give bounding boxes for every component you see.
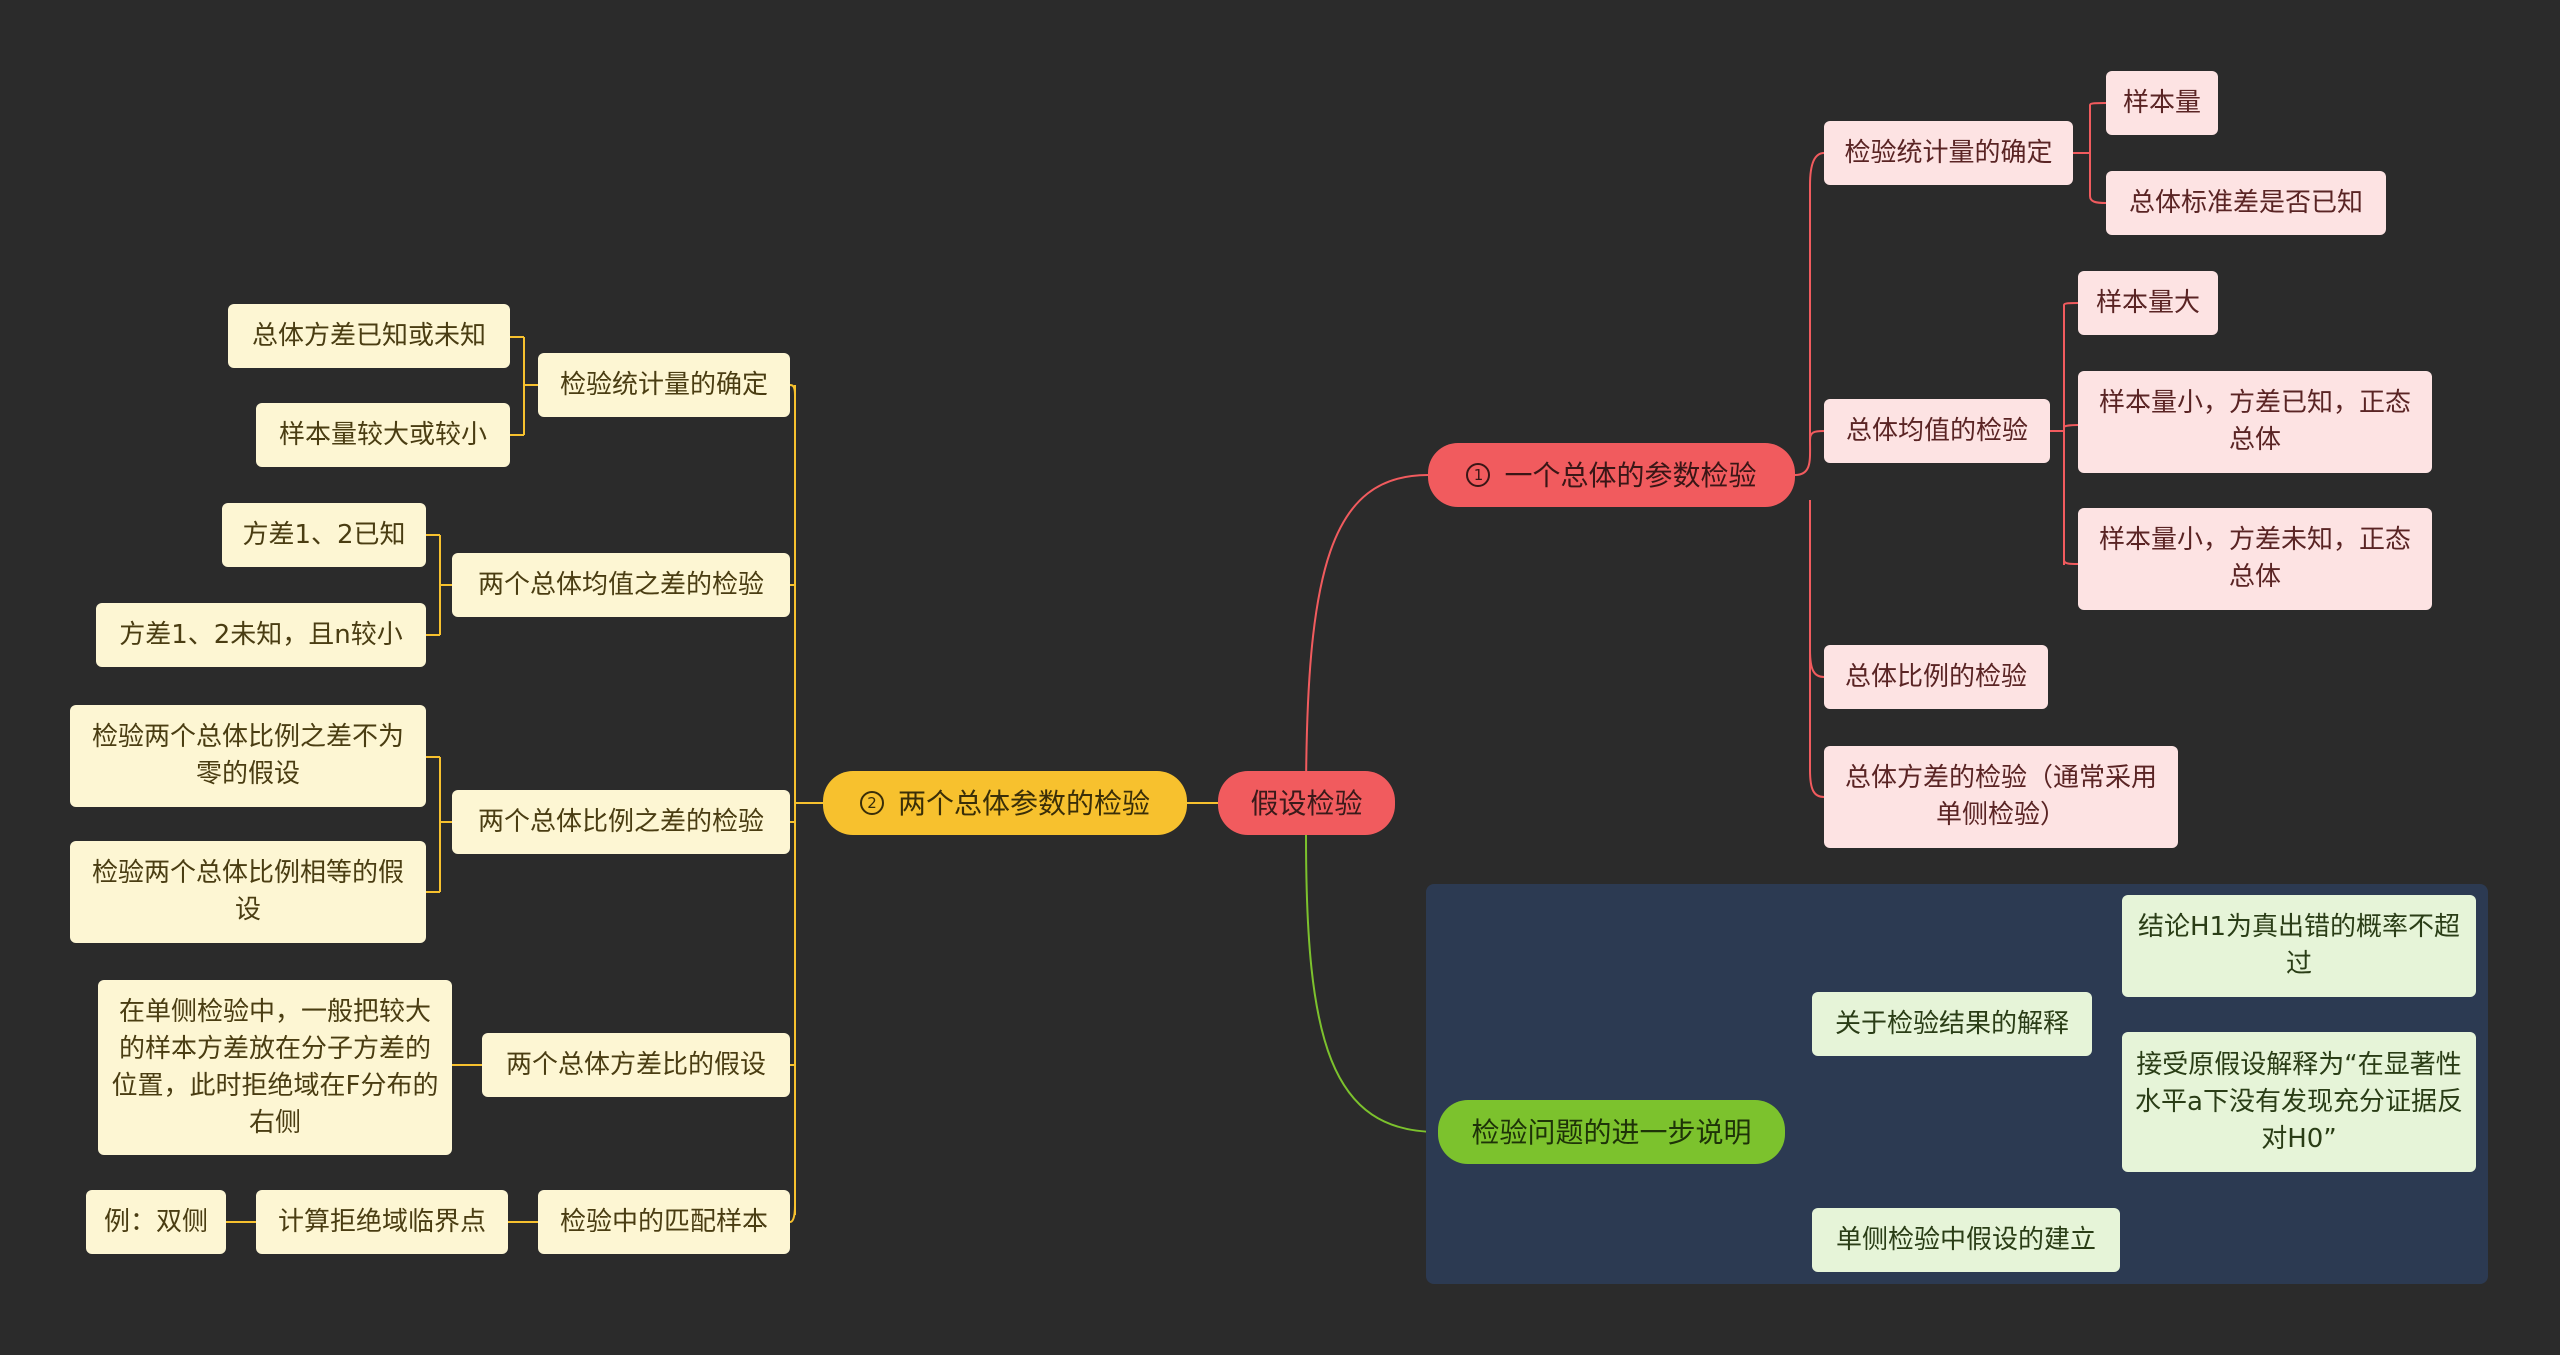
b1-prop-node[interactable]: 总体比例的检验: [1824, 645, 2048, 709]
topic-two-populations[interactable]: 2 两个总体参数的检验: [823, 771, 1187, 835]
b1-stat-node[interactable]: 检验统计量的确定: [1824, 121, 2073, 185]
b2-stat-item[interactable]: 总体方差已知或未知: [228, 304, 510, 368]
b2-propdiff-item[interactable]: 检验两个总体比例之差不为零的假设: [70, 705, 426, 807]
b2-matched-sub[interactable]: 计算拒绝域临界点: [256, 1190, 508, 1254]
b3-onesided-node[interactable]: 单侧检验中假设的建立: [1812, 1208, 2120, 1272]
b3-interp-node[interactable]: 关于检验结果的解释: [1812, 992, 2092, 1056]
b2-varratio-node[interactable]: 两个总体方差比的假设: [482, 1033, 790, 1097]
b1-stat-item[interactable]: 总体标准差是否已知: [2106, 171, 2386, 235]
b1-stat-item[interactable]: 样本量: [2106, 71, 2218, 135]
b2-meandiff-item[interactable]: 方差1、2未知，且n较小: [96, 603, 426, 667]
number-badge-icon: 1: [1466, 463, 1491, 487]
topic-label: 两个总体参数的检验: [897, 786, 1150, 820]
b2-varratio-item[interactable]: 在单侧检验中，一般把较大的样本方差放在分子方差的位置，此时拒绝域在F分布的右侧: [98, 980, 452, 1155]
b3-interp-item[interactable]: 接受原假设解释为“在显著性水平a下没有发现充分证据反对H0”: [2122, 1032, 2476, 1172]
root-node[interactable]: 假设检验: [1218, 771, 1395, 835]
topic-further-notes[interactable]: 检验问题的进一步说明: [1438, 1100, 1785, 1164]
number-badge-icon: 2: [859, 791, 884, 815]
b2-matched-subsub[interactable]: 例：双侧: [86, 1190, 226, 1254]
b1-mean-item[interactable]: 样本量小，方差未知，正态总体: [2078, 508, 2432, 610]
b1-mean-item[interactable]: 样本量大: [2078, 271, 2218, 335]
b1-variance-node[interactable]: 总体方差的检验（通常采用单侧检验）: [1824, 746, 2178, 848]
topic-label: 一个总体的参数检验: [1504, 458, 1757, 492]
b2-matched-node[interactable]: 检验中的匹配样本: [538, 1190, 790, 1254]
b2-meandiff-node[interactable]: 两个总体均值之差的检验: [452, 553, 790, 617]
b2-stat-node[interactable]: 检验统计量的确定: [538, 353, 790, 417]
b2-meandiff-item[interactable]: 方差1、2已知: [222, 503, 426, 567]
b2-propdiff-item[interactable]: 检验两个总体比例相等的假设: [70, 841, 426, 943]
topic-one-population[interactable]: 1 一个总体的参数检验: [1428, 443, 1795, 507]
b1-mean-node[interactable]: 总体均值的检验: [1824, 399, 2050, 463]
b1-mean-item[interactable]: 样本量小，方差已知，正态总体: [2078, 371, 2432, 473]
b3-interp-item[interactable]: 结论H1为真出错的概率不超过: [2122, 895, 2476, 997]
b2-propdiff-node[interactable]: 两个总体比例之差的检验: [452, 790, 790, 854]
b2-stat-item[interactable]: 样本量较大或较小: [256, 403, 510, 467]
